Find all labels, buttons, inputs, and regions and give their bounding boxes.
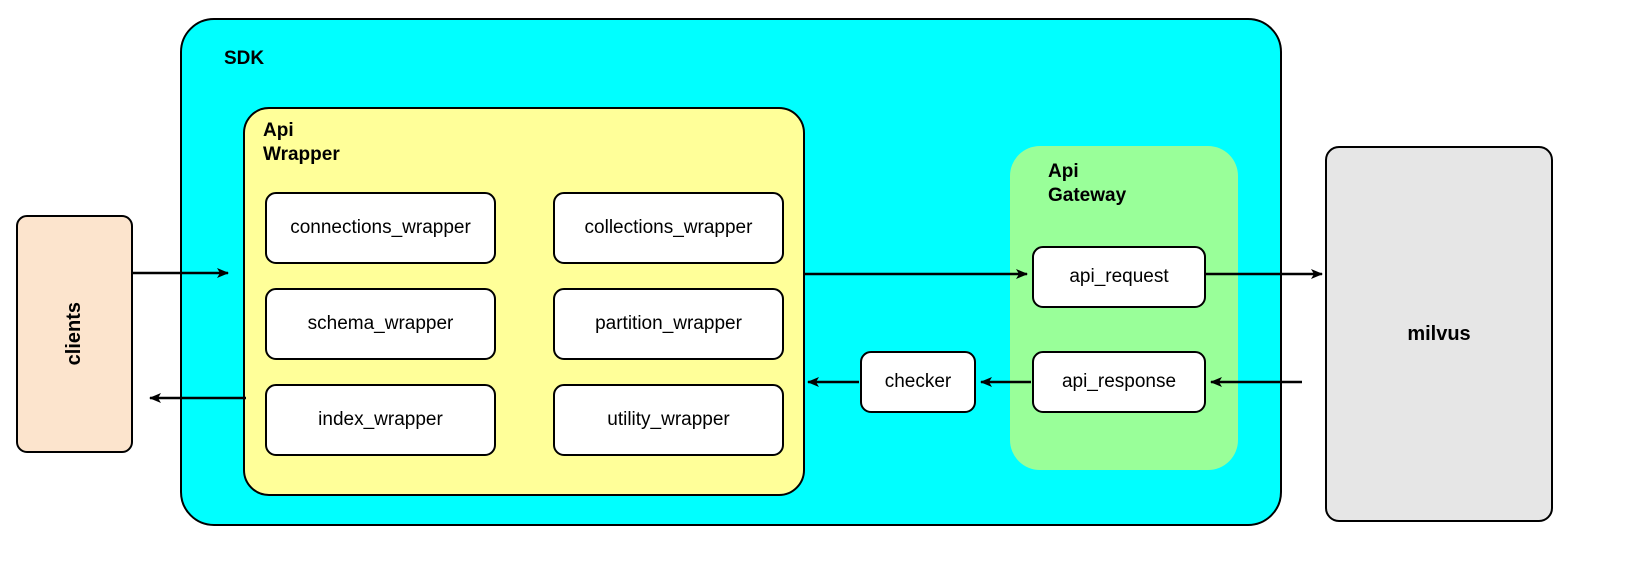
container-api-gateway[interactable]: Api Gateway xyxy=(1010,146,1238,470)
node-label: checker xyxy=(884,371,952,392)
node-label: index_wrapper xyxy=(318,409,443,430)
node-clients-label: clients xyxy=(63,302,85,366)
node-milvus-label: milvus xyxy=(1407,322,1471,345)
node-clients[interactable]: clients xyxy=(16,215,133,453)
container-sdk-label: SDK xyxy=(224,48,265,69)
node-label: api_response xyxy=(1061,371,1177,392)
node-index-wrapper[interactable]: index_wrapper xyxy=(265,384,496,456)
node-milvus[interactable]: milvus xyxy=(1325,146,1553,522)
node-utility-wrapper[interactable]: utility_wrapper xyxy=(553,384,784,456)
node-collections-wrapper[interactable]: collections_wrapper xyxy=(553,192,784,264)
node-api-request[interactable]: api_request xyxy=(1032,246,1206,308)
node-label: api_request xyxy=(1069,266,1169,287)
node-label: utility_wrapper xyxy=(607,409,730,430)
node-label: partition_wrapper xyxy=(595,313,742,334)
container-api-wrapper-label: Api Wrapper xyxy=(263,120,340,165)
node-partition-wrapper[interactable]: partition_wrapper xyxy=(553,288,784,360)
node-connections-wrapper[interactable]: connections_wrapper xyxy=(265,192,496,264)
node-label: schema_wrapper xyxy=(307,313,454,334)
node-schema-wrapper[interactable]: schema_wrapper xyxy=(265,288,496,360)
container-api-gateway-label: Api Gateway xyxy=(1048,161,1127,206)
node-label: collections_wrapper xyxy=(584,217,753,238)
node-label: connections_wrapper xyxy=(290,217,471,238)
node-checker[interactable]: checker xyxy=(860,351,976,413)
node-api-response[interactable]: api_response xyxy=(1032,351,1206,413)
